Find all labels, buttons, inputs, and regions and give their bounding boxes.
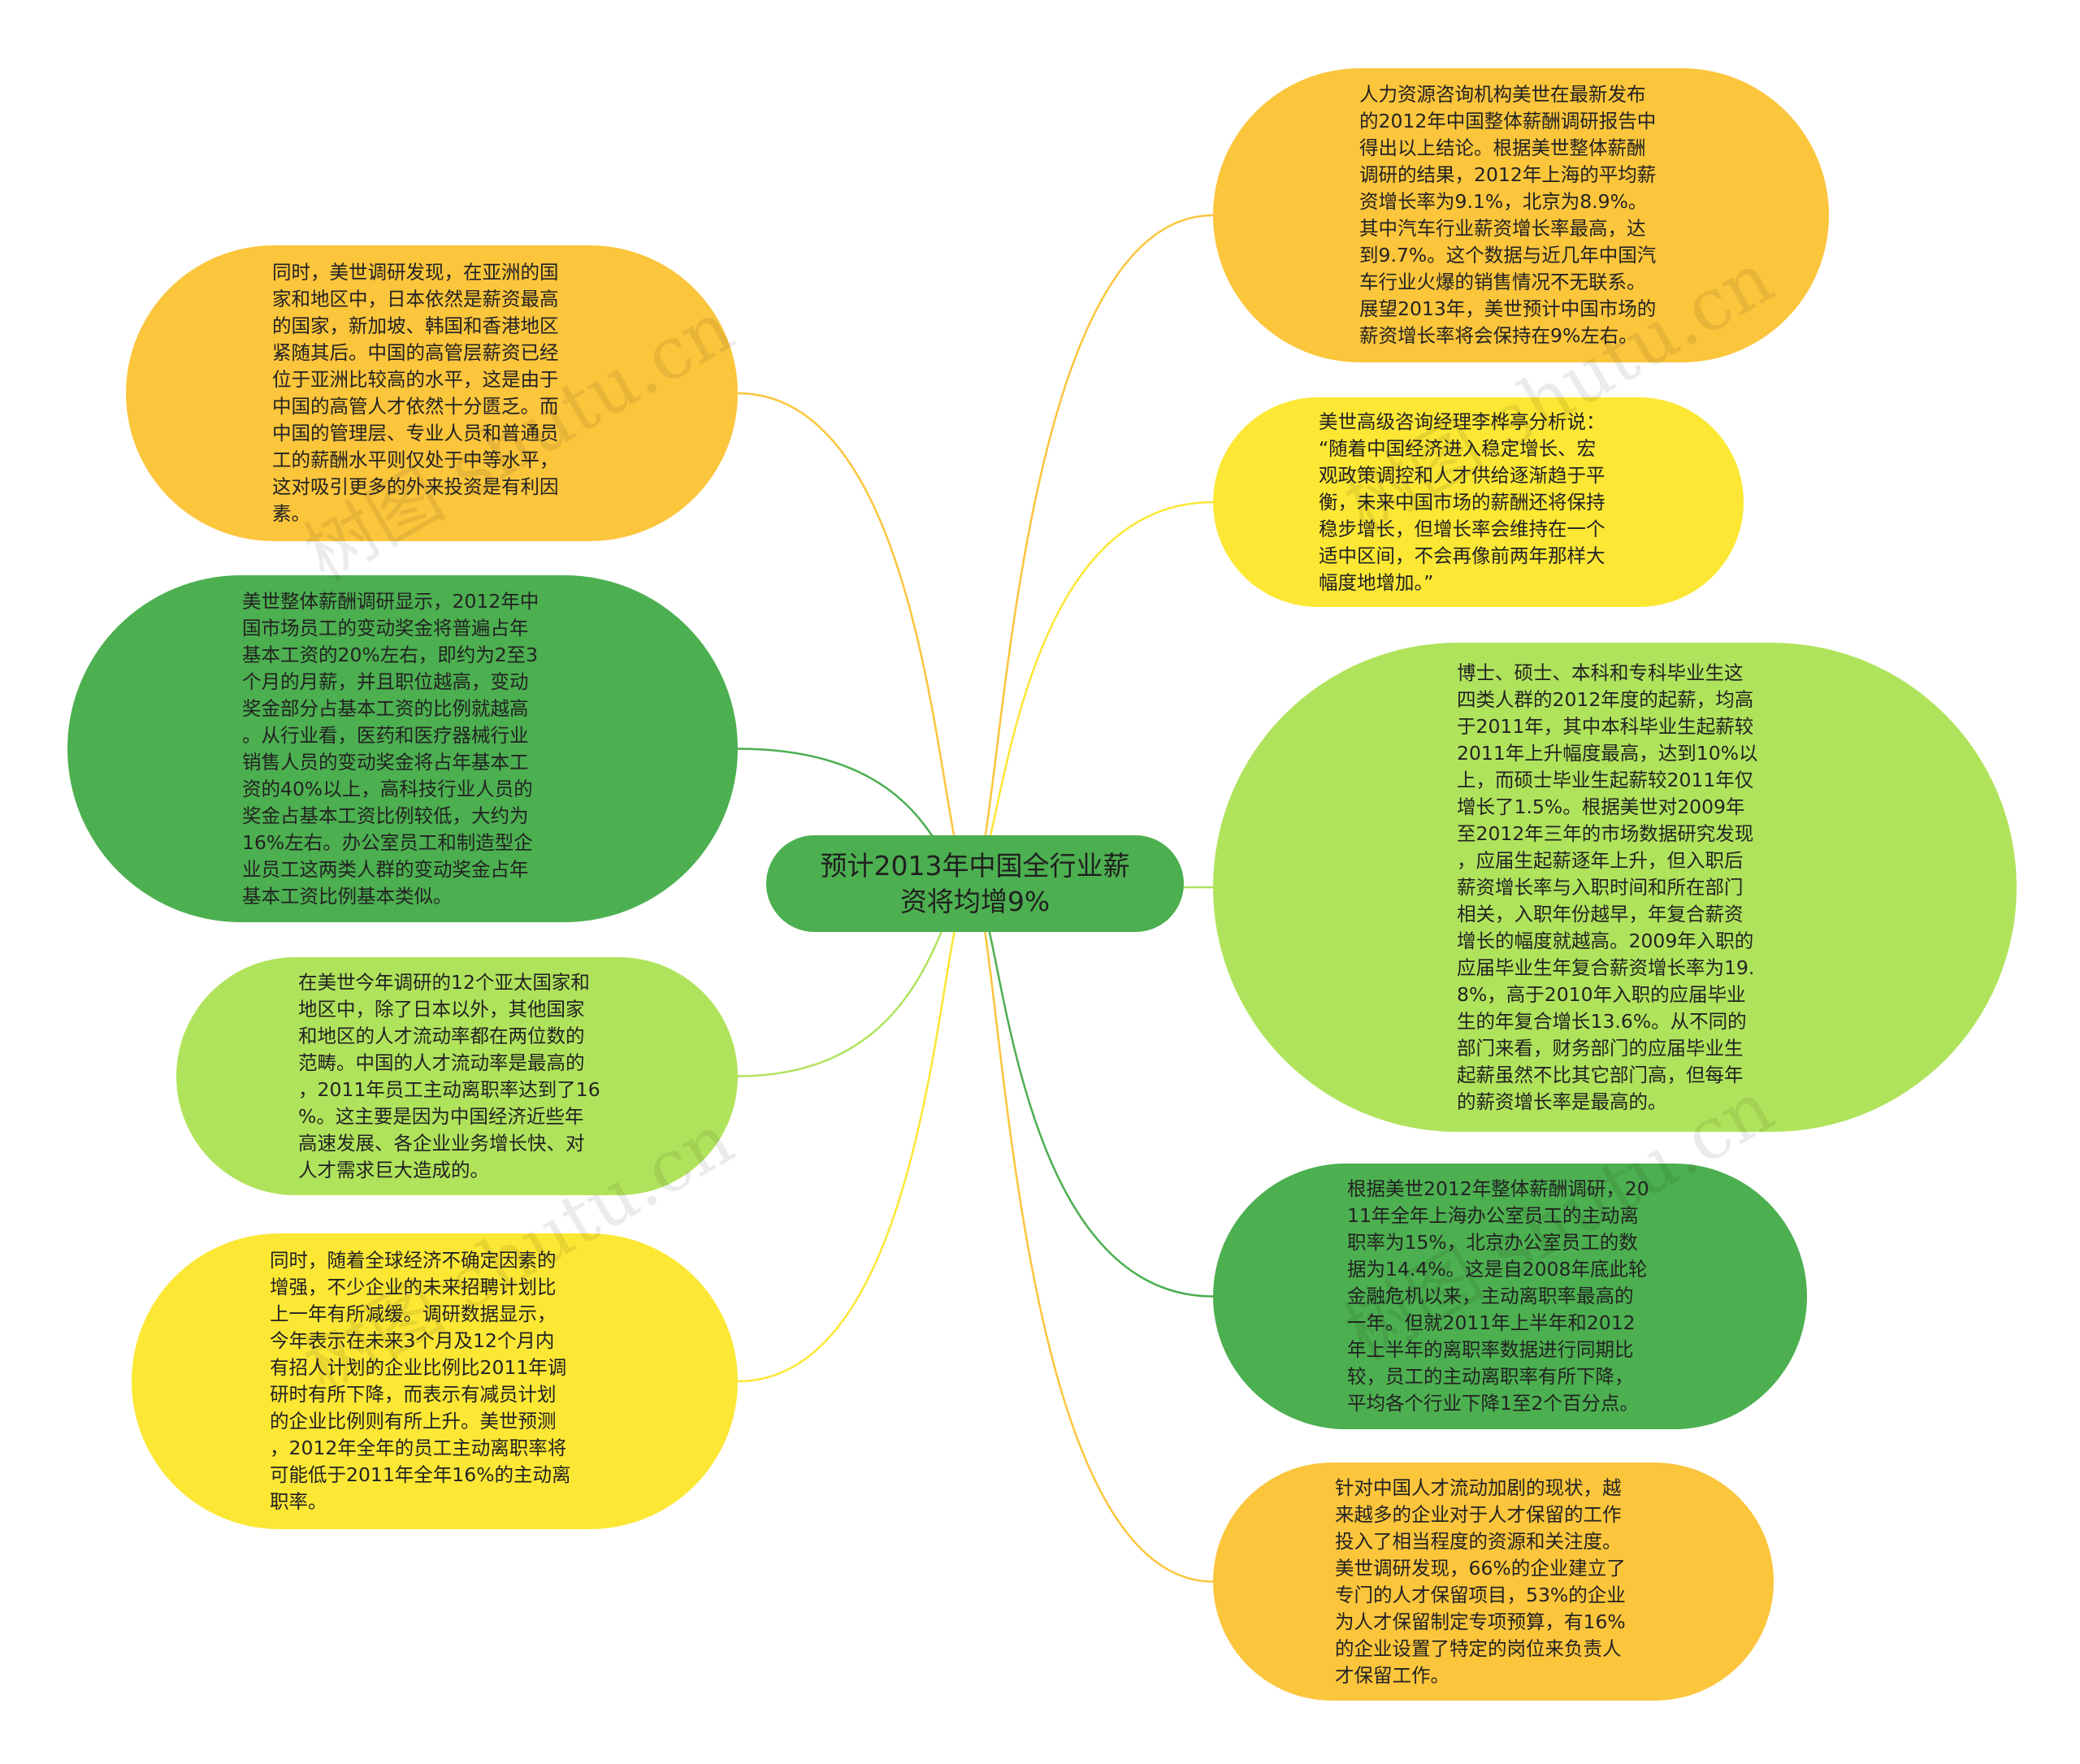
- left-node-hiring-plans-text: 同时，随着全球经济不确定因素的 增强，不少企业的未来招聘计划比 上一年有所减缓。…: [270, 1249, 571, 1513]
- left-node-hiring-plans[interactable]: 同时，随着全球经济不确定因素的 增强，不少企业的未来招聘计划比 上一年有所减缓。…: [132, 1233, 738, 1529]
- right-node-survey-results-text: 人力资源咨询机构美世在最新发布 的2012年中国整体薪酬调研报告中 得出以上结论…: [1359, 83, 1657, 347]
- central-topic[interactable]: 预计2013年中国全行业薪 资将均增9%: [766, 835, 1184, 932]
- left-node-talent-turnover[interactable]: 在美世今年调研的12个亚太国家和 地区中，除了日本以外，其他国家 和地区的人才流…: [176, 957, 738, 1195]
- connector-r1: [970, 501, 1214, 886]
- right-node-graduate-salary[interactable]: 博士、硕士、本科和专科毕业生这 四类人群的2012年度的起薪，均高 于2011年…: [1213, 643, 2017, 1132]
- right-node-office-turnover[interactable]: 根据美世2012年整体薪酬调研，20 11年全年上海办公室员工的主动离 职率为1…: [1213, 1164, 1807, 1429]
- left-node-executive-pay-text: 同时，美世调研发现，在亚洲的国 家和地区中，日本依然是薪资最高 的国家，新加坡、…: [272, 261, 559, 525]
- connector-r0: [970, 214, 1214, 886]
- right-node-survey-results[interactable]: 人力资源咨询机构美世在最新发布 的2012年中国整体薪酬调研报告中 得出以上结论…: [1213, 68, 1829, 362]
- central-topic-label: 预计2013年中国全行业薪 资将均增9%: [820, 849, 1130, 917]
- left-node-executive-pay[interactable]: 同时，美世调研发现，在亚洲的国 家和地区中，日本依然是薪资最高 的国家，新加坡、…: [126, 245, 738, 541]
- right-node-talent-retention-text: 针对中国人才流动加剧的现状，越 来越多的企业对于人才保留的工作 投入了相当程度的…: [1335, 1476, 1626, 1687]
- right-node-talent-retention[interactable]: 针对中国人才流动加剧的现状，越 来越多的企业对于人才保留的工作 投入了相当程度的…: [1213, 1463, 1774, 1701]
- right-node-office-turnover-text: 根据美世2012年整体薪酬调研，20 11年全年上海办公室员工的主动离 职率为1…: [1347, 1177, 1649, 1415]
- right-node-graduate-salary-text: 博士、硕士、本科和专科毕业生这 四类人群的2012年度的起薪，均高 于2011年…: [1457, 661, 1758, 1113]
- right-node-consultant-quote[interactable]: 美世高级咨询经理李桦亭分析说： “随着中国经济进入稳定增长、宏 观政策调控和人才…: [1213, 397, 1744, 607]
- left-node-talent-turnover-text: 在美世今年调研的12个亚太国家和 地区中，除了日本以外，其他国家 和地区的人才流…: [298, 970, 600, 1181]
- left-node-variable-bonus-text: 美世整体薪酬调研显示，2012年中 国市场员工的变动奖金将普遍占年 基本工资的2…: [242, 589, 540, 908]
- connector-l3: [737, 882, 972, 1383]
- right-node-consultant-quote-text: 美世高级咨询经理李桦亭分析说： “随着中国经济进入稳定增长、宏 观政策调控和人才…: [1319, 410, 1606, 594]
- connector-r3: [970, 882, 1214, 1298]
- left-node-variable-bonus[interactable]: 美世整体薪酬调研显示，2012年中 国市场员工的变动奖金将普遍占年 基本工资的2…: [67, 575, 738, 922]
- connector-l0: [737, 392, 972, 886]
